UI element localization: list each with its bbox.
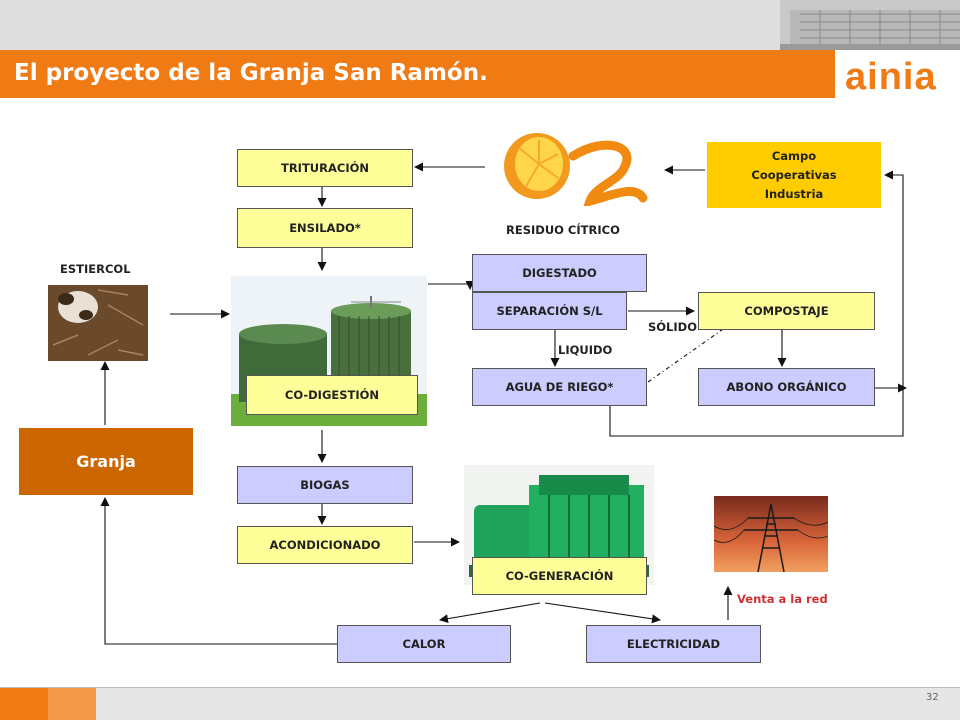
co-digestion-box: CO-DIGESTIÓN bbox=[246, 375, 418, 415]
granja-box: Granja bbox=[19, 428, 193, 495]
abono-organico-box: ABONO ORGÁNICO bbox=[698, 368, 875, 406]
ensilado-box: ENSILADO* bbox=[237, 208, 413, 248]
orange-image bbox=[504, 133, 648, 206]
solido-label: SÓLIDO bbox=[648, 320, 697, 334]
power-lines-image bbox=[714, 496, 828, 572]
campo-cooperativas-box: Campo Cooperativas Industria bbox=[707, 142, 881, 208]
cow-manure-image bbox=[48, 285, 148, 361]
electricidad-box: ELECTRICIDAD bbox=[586, 625, 761, 663]
residuo-citrico-label: RESIDUO CÍTRICO bbox=[506, 223, 620, 237]
compostaje-box: COMPOSTAJE bbox=[698, 292, 875, 330]
digestado-box: DIGESTADO bbox=[472, 254, 647, 292]
title-bar bbox=[0, 50, 835, 98]
separacion-box: SEPARACIÓN S/L bbox=[472, 292, 627, 330]
calor-box: CALOR bbox=[337, 625, 511, 663]
campo-label: Campo Cooperativas Industria bbox=[751, 148, 837, 201]
venta-red-label: Venta a la red bbox=[737, 592, 828, 606]
acondicionado-box: ACONDICIONADO bbox=[237, 526, 413, 564]
page-number: 32 bbox=[926, 692, 939, 703]
footer-accent-light bbox=[48, 688, 96, 720]
biogas-box: BIOGAS bbox=[237, 466, 413, 504]
building-photo bbox=[780, 0, 960, 50]
footer-divider bbox=[0, 687, 960, 688]
footer-accent-dark bbox=[0, 688, 48, 720]
co-generacion-box: CO-GENERACIÓN bbox=[472, 557, 647, 595]
liquido-label: LIQUIDO bbox=[558, 343, 613, 357]
ainia-logo: ainia bbox=[845, 56, 937, 98]
estiercol-label: ESTIERCOL bbox=[60, 262, 131, 276]
header-band bbox=[0, 0, 960, 50]
agua-riego-box: AGUA DE RIEGO* bbox=[472, 368, 647, 406]
page-title: El proyecto de la Granja San Ramón. bbox=[14, 60, 488, 86]
footer-band bbox=[96, 688, 960, 720]
trituracion-box: TRITURACIÓN bbox=[237, 149, 413, 187]
